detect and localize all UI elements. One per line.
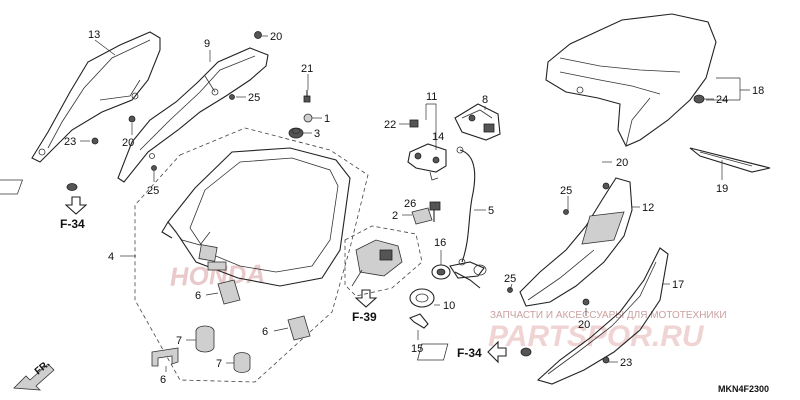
fasteners-left xyxy=(91,31,313,171)
label-13: 13 xyxy=(88,29,100,41)
label-20d: 20 xyxy=(578,319,590,331)
label-3: 3 xyxy=(314,128,320,140)
grommet-right xyxy=(417,343,532,361)
label-21: 21 xyxy=(301,63,313,75)
label-20a: 20 xyxy=(270,31,282,43)
label-23b: 23 xyxy=(620,357,632,369)
label-6a: 6 xyxy=(195,290,201,302)
label-9: 9 xyxy=(204,38,210,50)
label-1: 1 xyxy=(324,113,330,125)
front-direction-arrow: FR. xyxy=(13,358,55,391)
seat-lock-16 xyxy=(431,261,487,289)
label-7a: 7 xyxy=(176,335,182,347)
label-23a: 23 xyxy=(64,136,76,148)
label-11: 11 xyxy=(426,91,437,103)
seat-lock-cable-5 xyxy=(459,149,476,263)
cowl-fastener-24 xyxy=(693,94,705,104)
part-labels: 13 9 20 21 25 1 3 23 20 25 4 6 6 6 7 7 1… xyxy=(64,29,764,386)
label-17: 17 xyxy=(672,279,684,291)
seat-damper-7b xyxy=(233,352,251,373)
leader-lines xyxy=(80,35,750,372)
svg-text:F-34: F-34 xyxy=(60,217,85,231)
label-2: 2 xyxy=(392,210,398,222)
label-15: 15 xyxy=(411,343,423,355)
seat-cushion-6b xyxy=(287,315,311,341)
label-8: 8 xyxy=(482,94,488,106)
label-25a: 25 xyxy=(248,92,260,104)
f39-ref: F-39 xyxy=(352,289,378,324)
seat-damper-7a xyxy=(195,325,215,353)
label-19: 19 xyxy=(716,183,728,195)
label-16: 16 xyxy=(434,237,446,249)
label-10: 10 xyxy=(443,300,455,312)
rear-side-cover-17 xyxy=(507,247,669,385)
label-5: 5 xyxy=(488,205,494,217)
label-20b: 20 xyxy=(122,137,134,149)
label-18: 18 xyxy=(752,85,764,97)
label-25d: 25 xyxy=(504,273,516,285)
watermark-text: ЗАПЧАСТИ И АКСЕССУАРЫ ДЛЯ МОТОТЕХНИКИ xyxy=(490,310,727,321)
label-4: 4 xyxy=(108,251,114,263)
diagram-code: MKN4F2300 xyxy=(718,384,769,394)
label-14: 14 xyxy=(432,131,444,143)
latch-bracket-14 xyxy=(407,119,447,181)
lock-ring-10 xyxy=(409,288,435,308)
label-12: 12 xyxy=(642,202,654,214)
grommet-left xyxy=(0,179,78,195)
label-22: 22 xyxy=(384,119,396,131)
clip-15 xyxy=(409,313,429,329)
lock-mechanism xyxy=(351,239,403,287)
label-25c: 25 xyxy=(560,185,572,197)
svg-text:F-39: F-39 xyxy=(352,310,377,324)
bolt-26 xyxy=(429,201,441,222)
rear-side-cover-12 xyxy=(519,177,633,307)
label-6b: 6 xyxy=(262,326,268,338)
seat-catch-8 xyxy=(454,103,501,141)
label-24: 24 xyxy=(716,94,728,106)
side-cover-left-13 xyxy=(31,31,161,163)
label-26: 26 xyxy=(404,198,416,210)
bracket-2 xyxy=(411,207,433,225)
lock-group-outline xyxy=(344,225,423,297)
watermark-brand: PARTSPOR.RU xyxy=(488,320,705,353)
side-cover-9 xyxy=(117,47,269,183)
seat-4 xyxy=(161,147,351,287)
seat-cushion-6a xyxy=(217,279,241,305)
label-6c: 6 xyxy=(160,374,166,386)
label-25b: 25 xyxy=(147,185,159,197)
f34-ref-left: F-34 xyxy=(60,196,88,231)
label-20c: 20 xyxy=(616,157,628,169)
f34-ref-right: F-34 xyxy=(457,340,507,364)
seat-bracket-6c xyxy=(151,347,179,367)
seat-group-outline xyxy=(134,127,369,383)
svg-text:F-34: F-34 xyxy=(457,346,482,360)
seat-strap-19 xyxy=(689,147,771,173)
label-7b: 7 xyxy=(216,358,222,370)
rear-seat-cowl-18 xyxy=(545,13,717,147)
